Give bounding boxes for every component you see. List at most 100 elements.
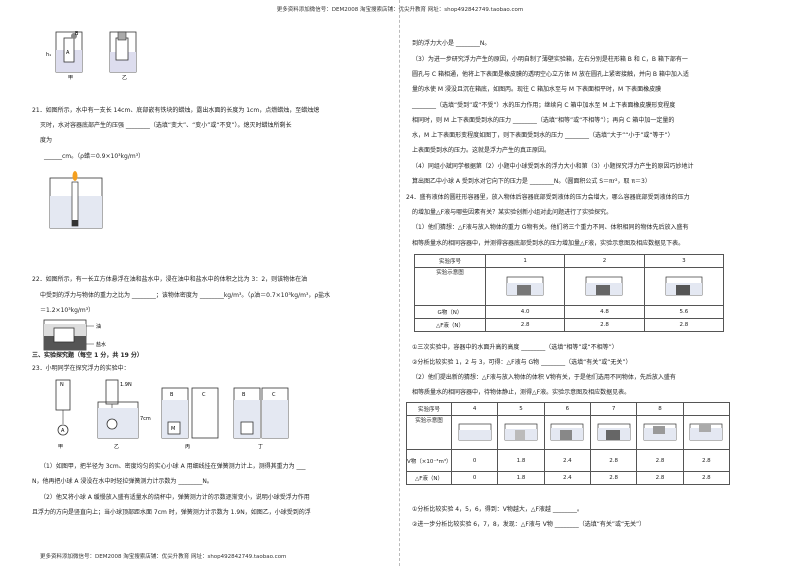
- label-B: B: [75, 31, 79, 37]
- beaker-diagram: [689, 423, 723, 440]
- box-C2-label: C: [272, 392, 276, 398]
- r-line2: （3）为进一步研究浮力产生的原因，小明自制了薄壁实验箱，左右分别是柱形箱 B 和…: [412, 56, 688, 63]
- beaker-diagram: [643, 423, 677, 440]
- t2-v: 2.8: [636, 449, 684, 472]
- q21-line3: 度为: [40, 137, 53, 144]
- t2-c8: 8: [636, 402, 684, 416]
- q22-line2: 中受到的浮力与物体的重力之比为 ________；该物体密度为 ________…: [40, 292, 331, 299]
- beaker-diagram: [504, 423, 538, 440]
- q20-figure: h₁ A B 甲 乙: [46, 31, 137, 80]
- fig-yi-label: 乙: [122, 74, 127, 80]
- t2-pic: [450, 415, 499, 450]
- q24-line1: 24．盛有液体的圆柱形容器里，放入物体后容器底部受到液体的压力会增大，哪么容器底…: [406, 194, 690, 201]
- q24-line6: 相等质量水的相同容器中，待物体静止，测得△F液。实验示意图及相应数据见表。: [412, 389, 631, 396]
- beaker-diagram: [665, 276, 703, 295]
- candle-figure: [49, 171, 103, 229]
- r-line10: 算出图乙中小球 A 受到水对它向下的压力是 ________N。（圆面积公式 S…: [412, 178, 651, 185]
- q21-line1: 21．如图所示，水中有一支长 14cm、底部嵌有铁块的蜡烛，露出水面的长度为 1…: [32, 107, 320, 114]
- q23-p1b: N，他再把小球 A 浸没在水中时轻拉弹簧测力计示数为 ________N。: [32, 478, 213, 485]
- ball-A-label: A: [61, 428, 65, 434]
- t1-c1: 1: [484, 254, 566, 268]
- t2-f: 2.8: [589, 471, 638, 485]
- t2-question-b2: ②进一步分析比较实验 6，7，8，发现：△F液与 V物 ________（选填“…: [412, 521, 646, 528]
- r-line1: 到的浮力大小是 ________N。: [412, 40, 491, 47]
- column-divider: [399, 0, 400, 566]
- q22-line1: 22．如图所示，有一长立方体悬浮在油和盐水中，浸在油中和盐水中的体积之比为 3：…: [32, 276, 308, 283]
- t2-pic: [589, 415, 638, 450]
- r-line6: 相同时，则 M 上下表面受到水的压力 ________（选填“相等”或“不相等”…: [412, 117, 675, 124]
- t2-v: 2.8: [589, 449, 638, 472]
- box-B-label: B: [170, 392, 174, 398]
- page-header: 更多资料添加微信号：DEM2008 淘宝搜索店铺：优尖升教育 网址：shop49…: [276, 7, 524, 13]
- beaker-diagram: [458, 423, 492, 440]
- t2-c5: 5: [497, 402, 545, 416]
- fig-jia: 甲: [58, 444, 63, 450]
- r-line5: ________（选填“受到”或“不受”）水的压力作用；继续向 C 箱中加水至 …: [412, 102, 676, 109]
- t2-c9: [682, 402, 731, 416]
- q23-figure: A N 甲 1.9N 7cm 乙 M B C 丙 B C 丁: [55, 379, 289, 450]
- t1-g3: 5.6: [643, 305, 725, 319]
- q21-line4: ______cm。（ρ蜡＝0.9×10³kg/m³）: [44, 153, 145, 160]
- t2-h-pic: 实验示意图: [406, 415, 452, 450]
- t2-h-v: V物（×10⁻³m³）: [406, 449, 452, 472]
- depth-label: 7cm: [140, 416, 151, 422]
- fig-bing: 丙: [185, 444, 190, 450]
- t2-h-f: △F液（N）: [406, 471, 452, 485]
- beaker-diagram: [506, 276, 544, 295]
- t2-f: 2.8: [682, 471, 731, 485]
- t1-c3: 3: [643, 254, 725, 268]
- r-line3: 圆孔与 C 箱相通，他将上下表面是橡皮膜的透明空心立方体 M 放在圆孔上紧密接触…: [412, 71, 689, 78]
- t1-h-f: △F液（N）: [414, 318, 486, 332]
- r-line9: （4）同组小斌同学根据第（2）小题中小球受到水的浮力大小和第（3）小题探究浮力产…: [412, 163, 694, 170]
- section-3-heading: 三、实验探究题（每空 1 分，共 19 分）: [32, 352, 143, 359]
- t1-g2: 4.8: [564, 305, 645, 319]
- t2-question-b1: ①分析比较实验 4，5，6，得到：V物越大，△F液越 ________。: [412, 506, 583, 513]
- label-A: A: [66, 50, 70, 56]
- q21-line2: 灭时，水对容器底部产生的压强 ________（选填“变大”、“变小”或“不变”…: [40, 122, 292, 129]
- t2-v: 2.4: [543, 449, 591, 472]
- q24-line4: 相等质量水的相同容器中，并测得容器底部受到水的压力增加量△F液，实验示意图及相应…: [412, 240, 685, 247]
- q23-p2: （2）他又将小球 A 缓慢放入盛有适量水的烧杯中，弹簧测力计的示数逐渐变小，说明…: [40, 494, 310, 501]
- t1-pic2: [564, 267, 645, 306]
- t2-v: 0: [450, 449, 499, 472]
- page-footer: 更多资料添加微信号：DEM2008 淘宝搜索店铺：优尖升教育 网址：shop49…: [40, 554, 287, 560]
- q24-line2: 的增加量△F液与哪些因素有关？某实验创新小组对此问题进行了实验探究。: [412, 209, 613, 216]
- t2-h-no: 实验序号: [406, 402, 452, 416]
- q24-line3: （1）他们猜想：△F液与放入物体的重力 G物有关。他们将三个重力不同、体积相同的…: [412, 224, 689, 231]
- h1-label: h₁: [46, 52, 51, 58]
- q24-line5: （2）他们提出新的猜想：△F液与放入物体的体积 V物有关，于是他们选用不同物体，…: [412, 374, 676, 381]
- saltwater-label: 盐水: [96, 341, 106, 348]
- t2-v: 1.8: [497, 449, 545, 472]
- oil-label: 油: [96, 323, 101, 330]
- t2-v: 2.8: [682, 449, 731, 472]
- t2-pic: [682, 415, 731, 450]
- t1-pic3: [643, 267, 725, 306]
- t2-pic: [497, 415, 545, 450]
- t2-c4: 4: [450, 402, 499, 416]
- oil-saltwater-figure: 油 盐水: [43, 319, 106, 351]
- r-line4: 量的水使 M 浸没且沉在箱底，如图丙。现往 C 箱加水至与 M 下表面相平时，M…: [412, 86, 662, 93]
- t2-f: 1.8: [497, 471, 545, 485]
- box-B2-label: B: [242, 392, 246, 398]
- r-line7: 水，M 上下表面形变程度如图丁，则下表面受到水的压力 ________（选填“大…: [412, 132, 674, 139]
- beaker-diagram: [586, 276, 623, 295]
- cube-M-label: M: [171, 426, 175, 432]
- r-line8: 上表面受到水的压力。这就是浮力产生的真正原因。: [412, 147, 551, 154]
- t2-c7: 7: [589, 402, 638, 416]
- fig-jia-label: 甲: [68, 75, 73, 80]
- q23-p1: （1）如图甲，把半径为 3cm、密度均匀的实心小球 A 用细线挂在弹簧测力计上，…: [40, 463, 306, 470]
- fig-yi: 乙: [114, 443, 119, 450]
- t2-f: 2.4: [543, 471, 591, 485]
- q22-line3: ＝1.2×10³kg/m³）: [40, 307, 95, 314]
- t1-h-pic: 实验示意图: [414, 267, 486, 306]
- t1-g1: 4.0: [484, 305, 566, 319]
- t1-c2: 2: [564, 254, 645, 268]
- t1-pic1: [484, 267, 566, 306]
- t1-h-no: 实验序号: [414, 254, 486, 268]
- table-2: 实验序号 4 5 6 7 8 实验示意图 V物（×10⁻³m³） 0 1.8 2…: [406, 402, 731, 485]
- beaker-diagram: [597, 423, 630, 440]
- q23-p2b: 且浮力的方向是竖直向上；当小球顶部距水面 7cm 时，弹簧测力计示数为 1.9N…: [32, 509, 311, 516]
- t1-f2: 2.8: [564, 318, 645, 332]
- t1-h-g: G物（N）: [414, 305, 486, 319]
- fig-ding: 丁: [258, 444, 263, 450]
